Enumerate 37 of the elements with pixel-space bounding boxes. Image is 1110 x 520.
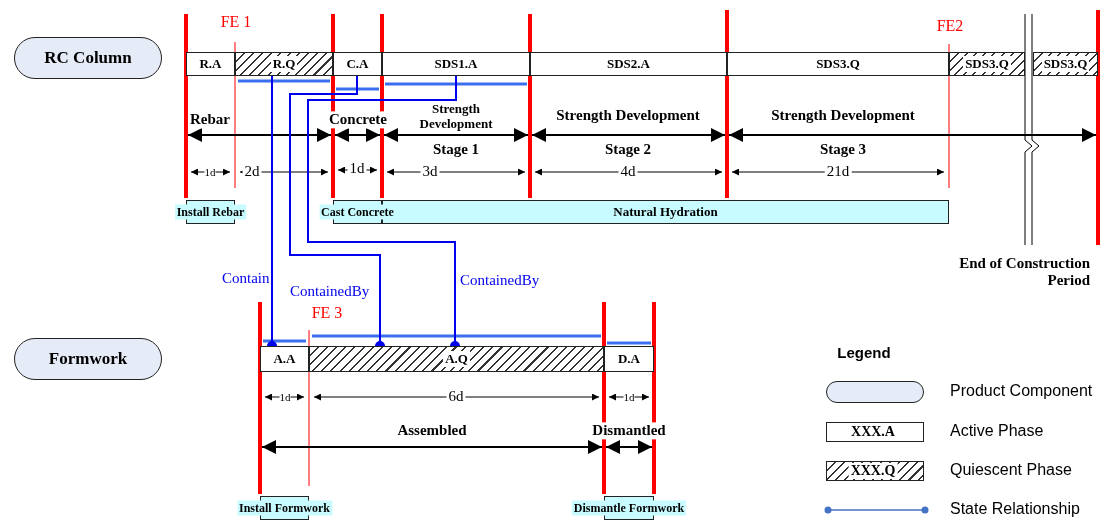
span-label: Strength Development bbox=[556, 107, 700, 125]
quiescent-phase-box: R.Q bbox=[235, 52, 333, 76]
event-label: FE 3 bbox=[311, 303, 343, 323]
legend-label: Product Component bbox=[950, 382, 1093, 400]
span-label: Stage 1 bbox=[432, 141, 480, 159]
component-pill: RC Column bbox=[14, 37, 162, 79]
active-phase-box: A.A bbox=[260, 346, 309, 372]
active-phase-box: SDS1.A bbox=[382, 52, 530, 76]
legend-title: Legend bbox=[837, 344, 891, 362]
quiescent-phase-box: SDS3.Q bbox=[949, 52, 1025, 76]
edge-label: ContainedBy bbox=[290, 283, 370, 300]
active-phase-box: D.A bbox=[604, 346, 654, 372]
end-label: End of Construction Period bbox=[958, 254, 1090, 290]
quiescent-phase-box: A.Q bbox=[309, 346, 604, 372]
active-phase-box: C.A bbox=[333, 52, 382, 76]
sample-text: XXX.Q bbox=[848, 462, 898, 480]
span-label: Stage 3 bbox=[819, 141, 867, 159]
span-label: Rebar bbox=[190, 111, 230, 129]
task-label: Install Formwork bbox=[237, 500, 332, 516]
task-label: Cast Concrete bbox=[319, 204, 396, 220]
legend-label: Quiescent Phase bbox=[950, 461, 1072, 479]
active-phase-box: SDS3.Q bbox=[727, 52, 949, 76]
span-label: Stage 2 bbox=[604, 141, 652, 159]
active-phase-box: R.A bbox=[186, 52, 235, 76]
active-phase-box: SDS2.A bbox=[530, 52, 727, 76]
span-label: Concrete bbox=[329, 111, 387, 129]
event-label: FE2 bbox=[936, 16, 964, 36]
edge-label: ContainedBy bbox=[460, 272, 540, 289]
task-label: Install Rebar bbox=[174, 204, 247, 220]
quiescent-phase-box: SDS3.Q bbox=[1033, 52, 1098, 76]
event-label: FE 1 bbox=[220, 12, 252, 32]
span-label: Strength Development bbox=[771, 107, 915, 125]
span-label: Dismantled bbox=[592, 422, 666, 440]
component-pill: Formwork bbox=[14, 338, 162, 380]
legend-label: State Relationship bbox=[950, 500, 1080, 518]
legend-label: Active Phase bbox=[950, 422, 1044, 440]
task-label: Dismantle Formwork bbox=[571, 500, 687, 516]
